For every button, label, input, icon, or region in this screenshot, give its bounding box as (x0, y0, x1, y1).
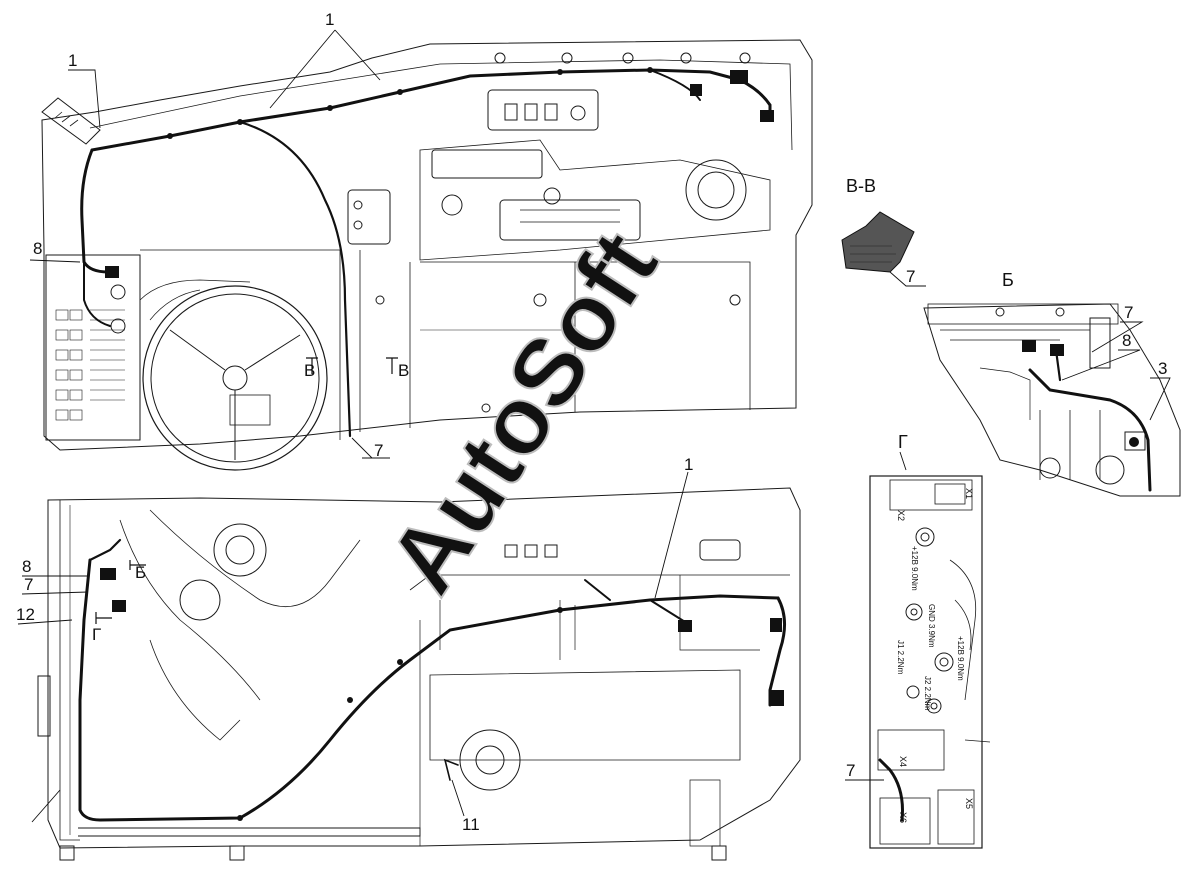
callout-labels: 1 1 8 7 1 8 7 12 11 7 7 8 3 7 (16, 10, 1167, 834)
top-bolts (494, 52, 751, 64)
section-mark-g: Г (92, 625, 101, 644)
callout-bottom-8: 8 (22, 557, 31, 576)
view-title-b: Б (1002, 270, 1014, 290)
steering-wheel (142, 285, 328, 471)
section-mark-b: Б (135, 563, 146, 582)
view-title-section-vv: В-В (846, 176, 876, 196)
callout-top-1b: 1 (68, 51, 77, 70)
panel-labels: X1 X2 +12В 9.0Nm GND 3.9Nm +12В 9.0Nm J1… (896, 488, 974, 823)
top-leaders (29, 29, 390, 459)
view-b (923, 303, 1181, 497)
top-cab-view (41, 39, 813, 471)
bottom-leaders (17, 471, 689, 823)
view-g-panel (869, 475, 983, 849)
section-vv (841, 211, 926, 287)
callout-top-7: 7 (374, 441, 383, 460)
section-ticks-top (306, 357, 398, 374)
panel-label-j2: J2 2.2Nm (923, 676, 932, 711)
section-mark-v-left: В (304, 361, 315, 380)
callout-bottom-12: 12 (16, 605, 35, 624)
callout-detail-vv-7: 7 (906, 267, 915, 286)
callout-detail-bb-8: 8 (1122, 331, 1131, 350)
panel-label-plus12-a: +12В 9.0Nm (910, 546, 919, 591)
panel-label-x2: X2 (896, 510, 906, 521)
section-marks: В В Б Г (92, 361, 409, 644)
panel-label-x6: X6 (898, 812, 908, 823)
view-b-connectors (1022, 340, 1139, 447)
view-g-harness (878, 758, 904, 822)
section-mark-v-right: В (398, 361, 409, 380)
watermark: AutoSoft (368, 213, 678, 611)
callout-detail-bb-7: 7 (1124, 303, 1133, 322)
callout-detail-g-7: 7 (846, 761, 855, 780)
callout-top-8: 8 (33, 239, 42, 258)
panel-label-plus12-b: +12В 9.0Nm (956, 636, 965, 681)
view-g (869, 475, 991, 849)
top-cab-outline (41, 39, 813, 451)
panel-label-x5: X5 (964, 798, 974, 809)
view-titles: В-В Б Г (846, 176, 1014, 452)
view-g-leaders (845, 451, 907, 781)
bottom-wiring-harness (78, 538, 786, 822)
bottom-cab-view (37, 487, 801, 861)
panel-label-gnd: GND 3.9Nm (927, 604, 936, 648)
panel-label-x1: X1 (964, 488, 974, 499)
callout-bottom-7: 7 (24, 575, 33, 594)
view-title-g: Г (898, 432, 908, 452)
top-harness-connectors (105, 67, 774, 278)
panel-label-x4: X4 (898, 756, 908, 767)
callout-bottom-1: 1 (684, 455, 693, 474)
fuse-panel (45, 254, 141, 441)
section-ticks-bottom (95, 560, 146, 624)
top-wiring-harness (80, 68, 772, 438)
callout-top-1a: 1 (325, 10, 334, 29)
view-b-harness (1028, 348, 1152, 492)
section-vv-hatch (841, 211, 915, 273)
panel-label-j1: J1 2.2Nm (896, 640, 905, 675)
callout-bottom-11: 11 (462, 815, 480, 834)
callout-detail-bb-3: 3 (1158, 359, 1167, 378)
grab-handle (41, 97, 101, 145)
view-b-outline (923, 303, 1181, 497)
bottom-harness-connectors (100, 568, 784, 821)
view-b-leaders (1061, 321, 1171, 421)
